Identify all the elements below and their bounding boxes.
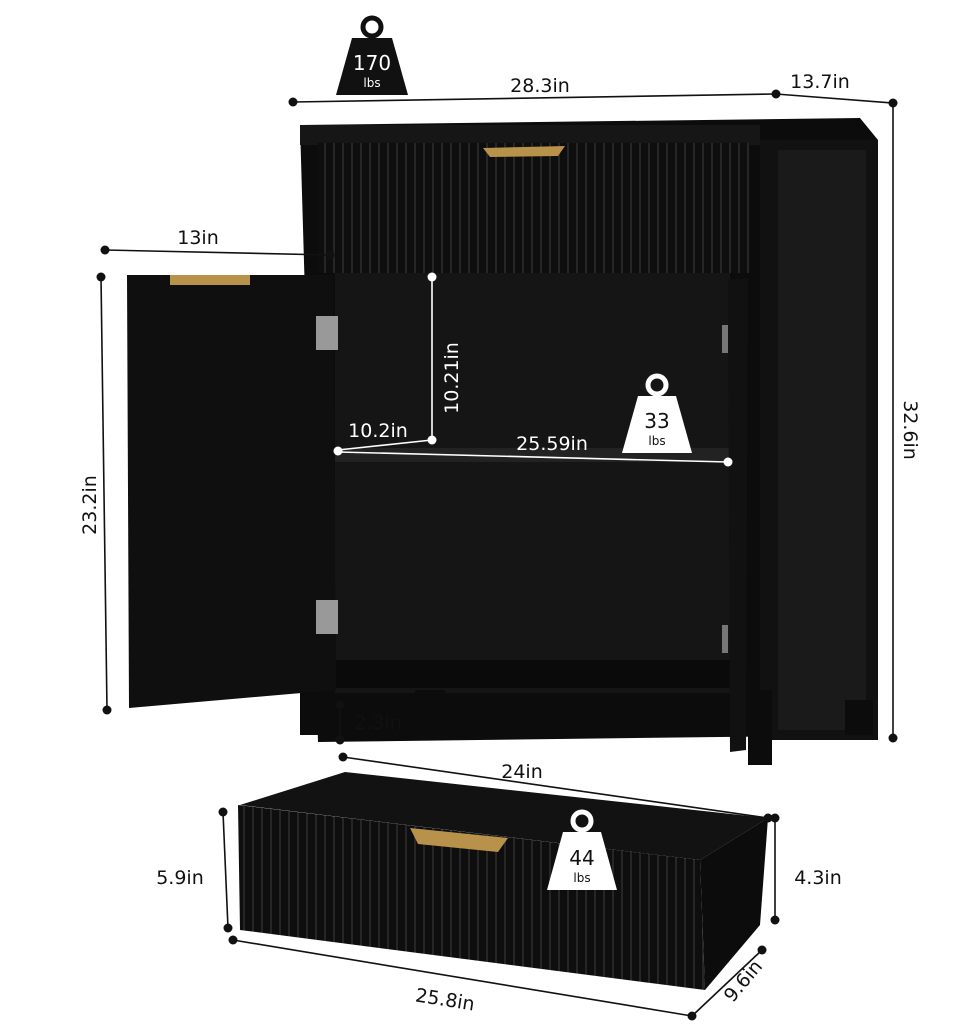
shelf-gap-height-label: 10.21in [441, 342, 463, 414]
hinge [316, 316, 338, 350]
cabinet-interior [335, 273, 730, 693]
shelf-weight-value: 33 [644, 409, 669, 433]
shelf-width-label: 25.59in [516, 433, 588, 455]
drawer-weight-icon: 44 lbs [547, 809, 617, 890]
drawer-weight-value: 44 [569, 846, 594, 870]
drawer-height-label: 5.9in [156, 867, 204, 889]
total-weight-icon: 170 lbs [336, 15, 408, 95]
dimension-lines [96, 89, 898, 1021]
shelf-weight-icon: 33 lbs [622, 373, 692, 453]
drawer-inner-width-label: 24in [501, 761, 543, 783]
door-width-label: 13in [177, 227, 219, 249]
drawer-handle [483, 146, 565, 157]
hinge [316, 600, 338, 634]
drawer-handle [410, 828, 508, 852]
right-door [728, 278, 748, 752]
drawer-width-label: 25.8in [414, 984, 476, 1015]
shelf-depth-label: 10.2in [348, 420, 408, 442]
total-weight-unit: lbs [363, 76, 380, 90]
cabinet [127, 118, 878, 765]
total-weight-value: 170 [353, 51, 391, 75]
drawer-inner-height-label: 4.3in [794, 867, 842, 889]
drawer-weight-unit: lbs [573, 871, 590, 885]
door-height-label: 23.2in [79, 475, 101, 535]
drawer [238, 772, 768, 990]
height-label: 32.6in [899, 400, 921, 460]
shelf-weight-unit: lbs [648, 434, 665, 448]
left-door [127, 275, 336, 708]
width-label: 28.3in [510, 75, 570, 97]
top-drawer-front [318, 143, 750, 273]
leg-height-label: 2.3in [354, 712, 402, 734]
depth-label: 13.7in [790, 71, 850, 93]
